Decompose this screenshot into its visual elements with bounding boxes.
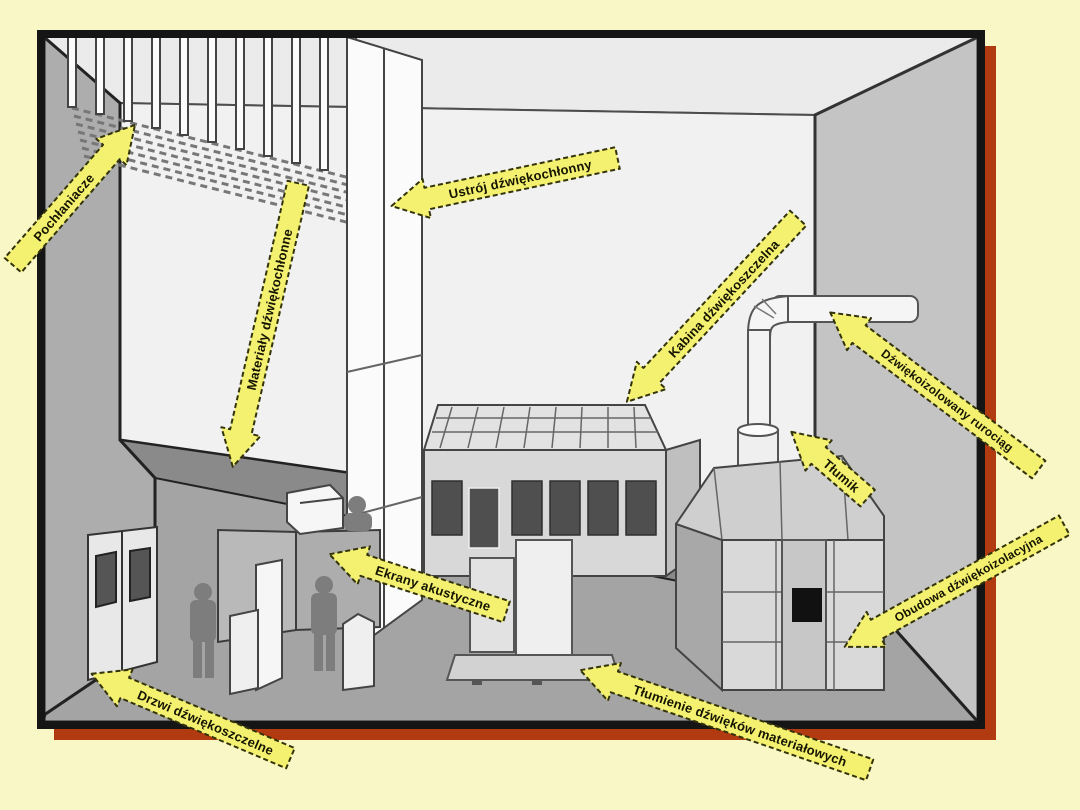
- label-ustroj-dzwiekochlonny: Ustrój dźwiękochłonny: [385, 136, 624, 228]
- arrow-up-right-icon: [3, 123, 137, 274]
- cabin-roof-grid: [432, 406, 658, 449]
- label-ekrany-akustyczne: Ekrany akustyczne: [321, 533, 515, 634]
- arrow-up-left-icon: [328, 545, 511, 624]
- arrow-up-left-icon: [90, 668, 296, 770]
- arrow-up-left-icon: [790, 430, 876, 508]
- arrow-down-left-icon: [220, 179, 310, 468]
- label-tlumik: Tłumik: [775, 414, 883, 516]
- arrow-left-icon: [390, 146, 621, 220]
- label-kabina-dzwiekoszczelna: Kabina dźwiękoszczelna: [609, 202, 815, 419]
- worker-figure: [190, 583, 216, 678]
- worker-figure: [311, 576, 337, 671]
- arrow-up-left-icon: [829, 311, 1047, 480]
- insulated-pipe: [746, 294, 919, 431]
- worker-figure: [344, 496, 372, 531]
- soundproof-cabin: [422, 404, 701, 578]
- label-materialy-dzwiekochlonne: Materiały dźwiękochłonne: [211, 176, 320, 473]
- worker-figures: [190, 496, 372, 678]
- label-dzwiekoizolowany-rurociag: Dźwiękoizolowany rurociąg: [815, 294, 1053, 489]
- label-tlumienie-dzwiekow: Tłumienie dźwięków materiałowych: [571, 649, 878, 792]
- absorber-wall-panel: [346, 35, 423, 657]
- arrow-down-left-icon: [843, 514, 1071, 648]
- arrow-up-left-icon: [579, 661, 875, 782]
- enclosure-opening: [792, 588, 822, 622]
- label-obudowa-dzwiekoizolacyjna: Obudowa dźwiękoizolacyjna: [832, 505, 1076, 667]
- label-pochlaniacze: Pochłaniacze: [0, 109, 153, 281]
- label-drzwi-dzwiekoszczelne: Drzwi dźwiękoszczelne: [81, 653, 301, 779]
- cabin-windows: [431, 480, 657, 549]
- arrow-down-left-icon: [625, 209, 808, 403]
- soundproof-door: [87, 525, 158, 682]
- room-frame: [37, 30, 985, 729]
